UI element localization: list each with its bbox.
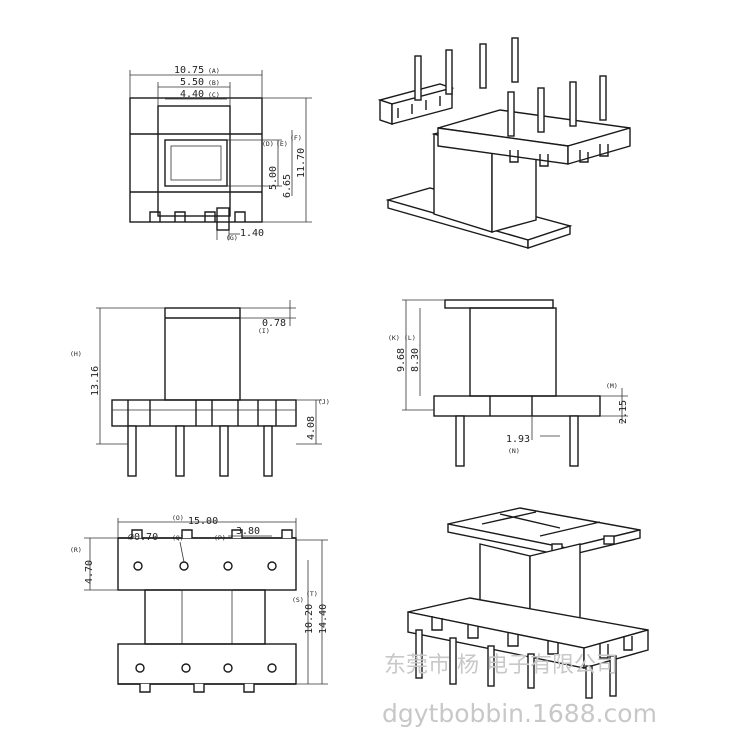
top-view-outline bbox=[129, 97, 263, 223]
pin bbox=[219, 425, 229, 477]
lbl-n: (N) bbox=[508, 447, 520, 455]
bottom-view-lower-flange bbox=[117, 643, 297, 685]
lbl-l: (L) bbox=[404, 334, 416, 342]
dim-k: 9.68 bbox=[396, 348, 407, 372]
lbl-r: (R) bbox=[70, 546, 82, 554]
lbl-c: (C) bbox=[208, 91, 220, 99]
pin-hole bbox=[267, 663, 277, 673]
dim-a: 10.75 bbox=[174, 65, 204, 76]
top-view: 10.75 (A) 5.50 (B) 4.40 (C) 5.00 (D) 6.6… bbox=[129, 65, 312, 242]
bottom-view-notches-top bbox=[118, 529, 296, 539]
lbl-d: (D) bbox=[262, 140, 274, 148]
side-view-base bbox=[433, 395, 601, 417]
lbl-m: (M) bbox=[606, 382, 618, 390]
lbl-i: (I) bbox=[258, 327, 270, 335]
dim-t: 14.40 bbox=[318, 604, 329, 634]
isometric-view-bottom bbox=[407, 507, 649, 699]
dim-q: ⌀0.70 bbox=[128, 532, 158, 543]
front-view-core bbox=[164, 307, 241, 401]
dim-i: 0.78 bbox=[262, 318, 286, 329]
lbl-s: (S) bbox=[292, 596, 304, 604]
top-view-tab bbox=[216, 207, 230, 231]
pin-hole bbox=[267, 561, 277, 571]
dim-h: 13.16 bbox=[90, 366, 101, 396]
lbl-k: (K) bbox=[388, 334, 400, 342]
isometric-view-top bbox=[377, 37, 631, 249]
top-view-inner-window bbox=[157, 105, 231, 217]
dim-r: 4.70 bbox=[84, 560, 95, 584]
pin-hole bbox=[135, 663, 145, 673]
dim-d: 5.00 bbox=[268, 166, 279, 190]
pin-hole bbox=[133, 561, 143, 571]
top-view-core-window bbox=[164, 139, 228, 187]
lbl-e: (E) bbox=[276, 140, 288, 148]
bottom-view-core bbox=[144, 589, 266, 645]
pin bbox=[263, 425, 273, 477]
pin-hole bbox=[179, 561, 189, 571]
pin bbox=[127, 425, 137, 477]
front-view: 13.16 (H) 0.78 (I) 4.08 (J) bbox=[70, 300, 330, 477]
lbl-p: (P) bbox=[214, 534, 226, 542]
dim-n: 1.93 bbox=[506, 434, 530, 445]
lbl-h: (H) bbox=[70, 350, 82, 358]
lbl-f: (F) bbox=[290, 134, 302, 142]
lbl-t: (T) bbox=[306, 590, 318, 598]
iso-pins-left bbox=[414, 37, 519, 101]
lbl-b: (B) bbox=[208, 79, 220, 87]
pin-hole bbox=[181, 663, 191, 673]
watermark-company: 东莞市 杨 电子有限公司 bbox=[384, 653, 618, 678]
pin bbox=[455, 415, 465, 467]
dim-c: 4.40 bbox=[180, 89, 204, 100]
lbl-o: (O) bbox=[172, 514, 184, 522]
pin-hole bbox=[223, 663, 233, 673]
top-view-core-inner bbox=[170, 145, 222, 181]
pin bbox=[175, 425, 185, 477]
bottom-view-notches-bottom bbox=[118, 683, 296, 693]
bottom-view: 15.00 (O) 3.80 (P) ⌀0.70 (Q) 4.70 (R) 10… bbox=[70, 514, 329, 693]
iso-pins-right bbox=[507, 75, 607, 137]
side-view-top-flange bbox=[444, 299, 554, 309]
dim-j: 4.08 bbox=[306, 416, 317, 440]
dim-b: 5.50 bbox=[180, 77, 204, 88]
top-view-notches bbox=[149, 211, 246, 222]
side-view: 9.68 (K) 8.30 (L) 2.15 (M) 1.93 (N) bbox=[388, 299, 629, 467]
watermark-url: dgytbobbin.1688.com bbox=[382, 699, 657, 728]
lbl-a: (A) bbox=[208, 67, 220, 75]
dim-p: 3.80 bbox=[236, 526, 260, 537]
lbl-j: (J) bbox=[318, 398, 330, 406]
pin bbox=[569, 415, 579, 467]
front-view-base bbox=[111, 399, 297, 427]
lbl-g: (G) bbox=[226, 234, 238, 242]
dim-s: 10.20 bbox=[304, 604, 315, 634]
dim-f: 11.70 bbox=[296, 148, 307, 178]
dim-l: 8.30 bbox=[410, 348, 421, 372]
dim-m: 2.15 bbox=[618, 400, 629, 424]
lbl-q: (Q) bbox=[172, 534, 184, 542]
dim-e: 6.65 bbox=[282, 174, 293, 198]
dim-g: 1.40 bbox=[240, 228, 264, 239]
side-view-core bbox=[469, 307, 557, 397]
pin-hole bbox=[223, 561, 233, 571]
iso-pins-bottom bbox=[415, 629, 617, 699]
dim-o: 15.00 bbox=[188, 516, 218, 527]
